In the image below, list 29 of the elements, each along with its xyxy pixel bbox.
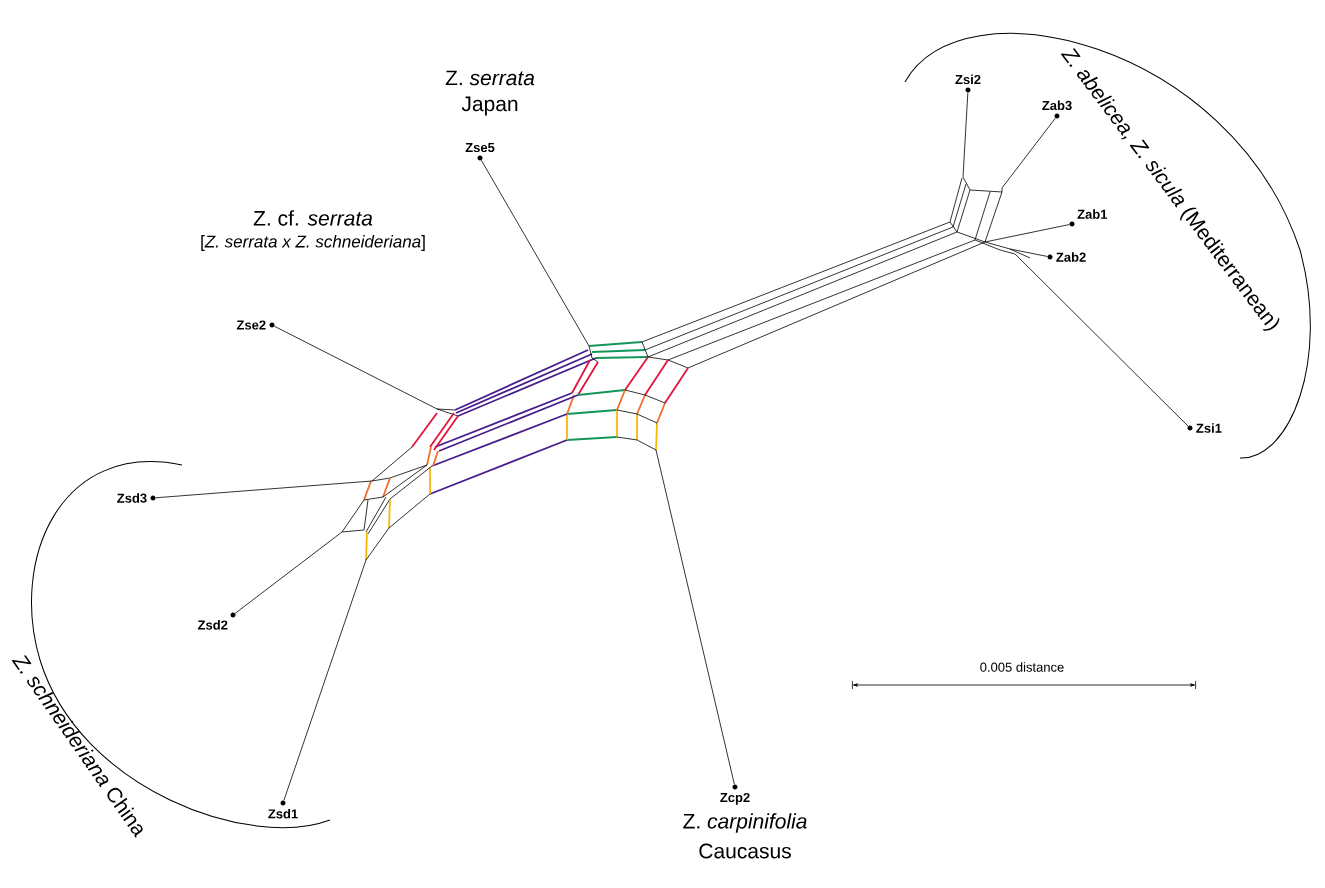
taxon-label: Zsi2 <box>955 74 981 93</box>
branch-line <box>984 224 1070 243</box>
group-label: Japan <box>461 96 518 116</box>
branch-line <box>1014 253 1189 427</box>
group-label: 0.005 distance <box>980 662 1064 672</box>
taxon-label: Zse5 <box>465 143 495 161</box>
branch-line <box>155 480 373 499</box>
group-label: Z. serrata <box>445 70 535 86</box>
group-label: Z. cf. serrata <box>253 210 373 226</box>
taxon-label: Zsi1 <box>1187 423 1222 433</box>
branch-line <box>1009 248 1048 257</box>
taxon-label: Zab3 <box>1042 100 1072 119</box>
taxon-label: Zab2 <box>1047 252 1086 262</box>
group-label: Caucasus <box>699 843 791 859</box>
branch-line <box>480 159 590 347</box>
taxon-label: Zsd2 <box>197 612 236 630</box>
taxon-label: Zsd1 <box>268 800 298 819</box>
branch-line <box>962 92 969 178</box>
group-label: [Z. serrata x Z. schneideriana] <box>201 235 425 251</box>
taxon-label: Zsd3 <box>117 493 156 503</box>
taxon-label: Zse2 <box>236 320 275 330</box>
branch-line <box>655 449 735 785</box>
group-label: Z. carpinifolia <box>683 813 807 833</box>
branch-line <box>1001 117 1056 189</box>
taxon-label: Zcp2 <box>720 784 750 805</box>
branch-line <box>274 325 438 410</box>
taxon-label: Zab1 <box>1069 209 1108 227</box>
branch-line <box>283 559 367 801</box>
branch-line <box>234 531 343 614</box>
